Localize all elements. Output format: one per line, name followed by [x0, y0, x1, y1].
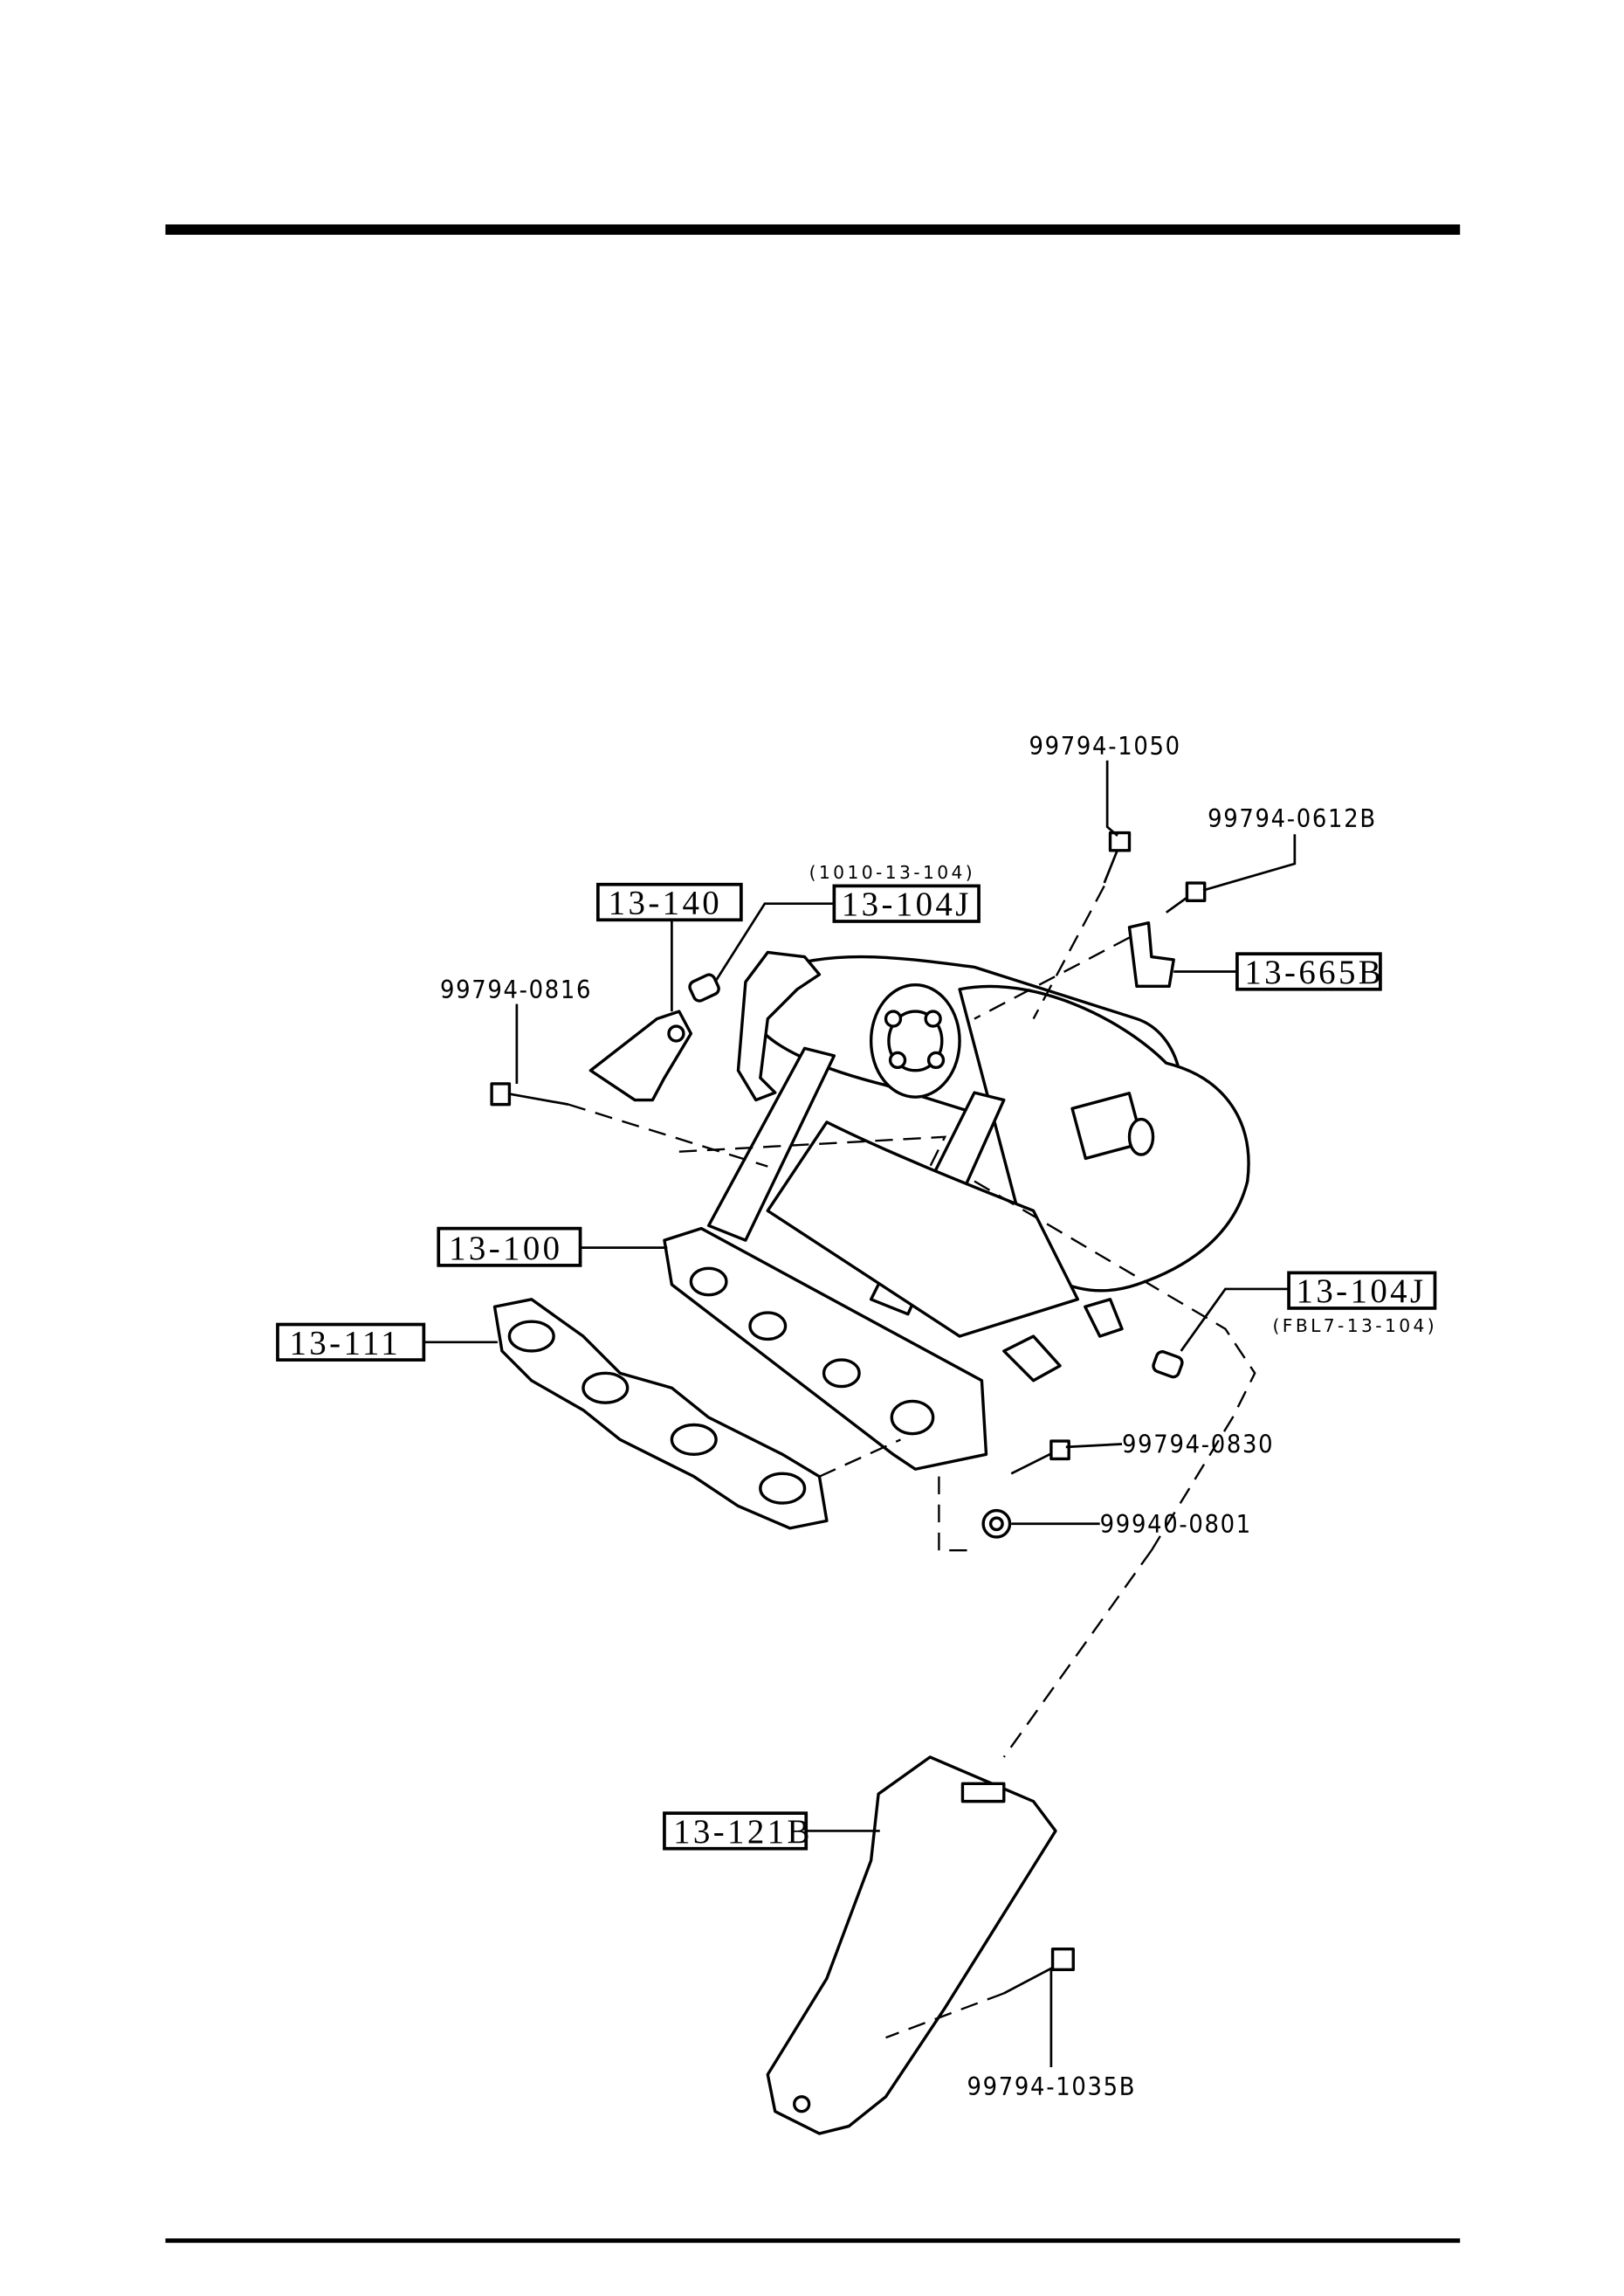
bracket-slot [960, 1782, 1006, 1803]
callout-13-104j-right: 13-104J [1297, 1272, 1427, 1310]
callout-box [832, 884, 981, 923]
callout-box [663, 1811, 809, 1851]
callout-13-121b: 13-121B [673, 1813, 813, 1851]
callout-13-665b: 13-665B [1244, 954, 1384, 991]
callout-13-111: 13-111 [290, 1324, 402, 1362]
callout-box [595, 882, 743, 922]
bracket-13-121b-drawing [766, 1755, 1057, 2135]
callout-99794-1035b: 99794-1035B [967, 2072, 1137, 2101]
callout-note-fbl7-13-104: (FBL7-13-104) [1272, 1315, 1437, 1336]
callout-99794-0830: 99794-0830 [1122, 1430, 1274, 1459]
bottom-rule [165, 2238, 1461, 2244]
callout-note-1010-13-104: (1010-13-104) [809, 862, 975, 883]
bracket-13-665b-drawing [1127, 920, 1175, 989]
callout-13-100: 13-100 [449, 1230, 562, 1267]
callout-99794-1050: 99794-1050 [1029, 731, 1181, 761]
callout-box [1235, 952, 1382, 991]
cap-right-drawing [1152, 1350, 1184, 1379]
callout-box [276, 1322, 426, 1362]
callout-99794-0612b: 99794-0612B [1208, 803, 1377, 833]
intake-manifold-drawing [663, 950, 1250, 1471]
callout-box [437, 1226, 582, 1267]
bracket-hole [667, 1024, 685, 1043]
bracket-13-140-drawing [588, 1010, 693, 1102]
bolt-icons [490, 831, 1207, 1995]
callout-99794-0816: 99794-0816 [440, 975, 592, 1004]
assembly-lines [568, 885, 1256, 2039]
callout-13-140: 13-140 [609, 885, 722, 922]
cap-top-drawing [688, 973, 720, 1003]
leader-lines [423, 760, 1297, 2067]
top-rule [165, 224, 1461, 235]
callout-99940-0801: 99940-0801 [1100, 1509, 1252, 1539]
bracket-hole [793, 2095, 811, 2113]
callout-box [1287, 1271, 1437, 1310]
callout-13-104j-top: 13-104J [842, 886, 972, 923]
gasket-drawing [492, 1298, 829, 1530]
